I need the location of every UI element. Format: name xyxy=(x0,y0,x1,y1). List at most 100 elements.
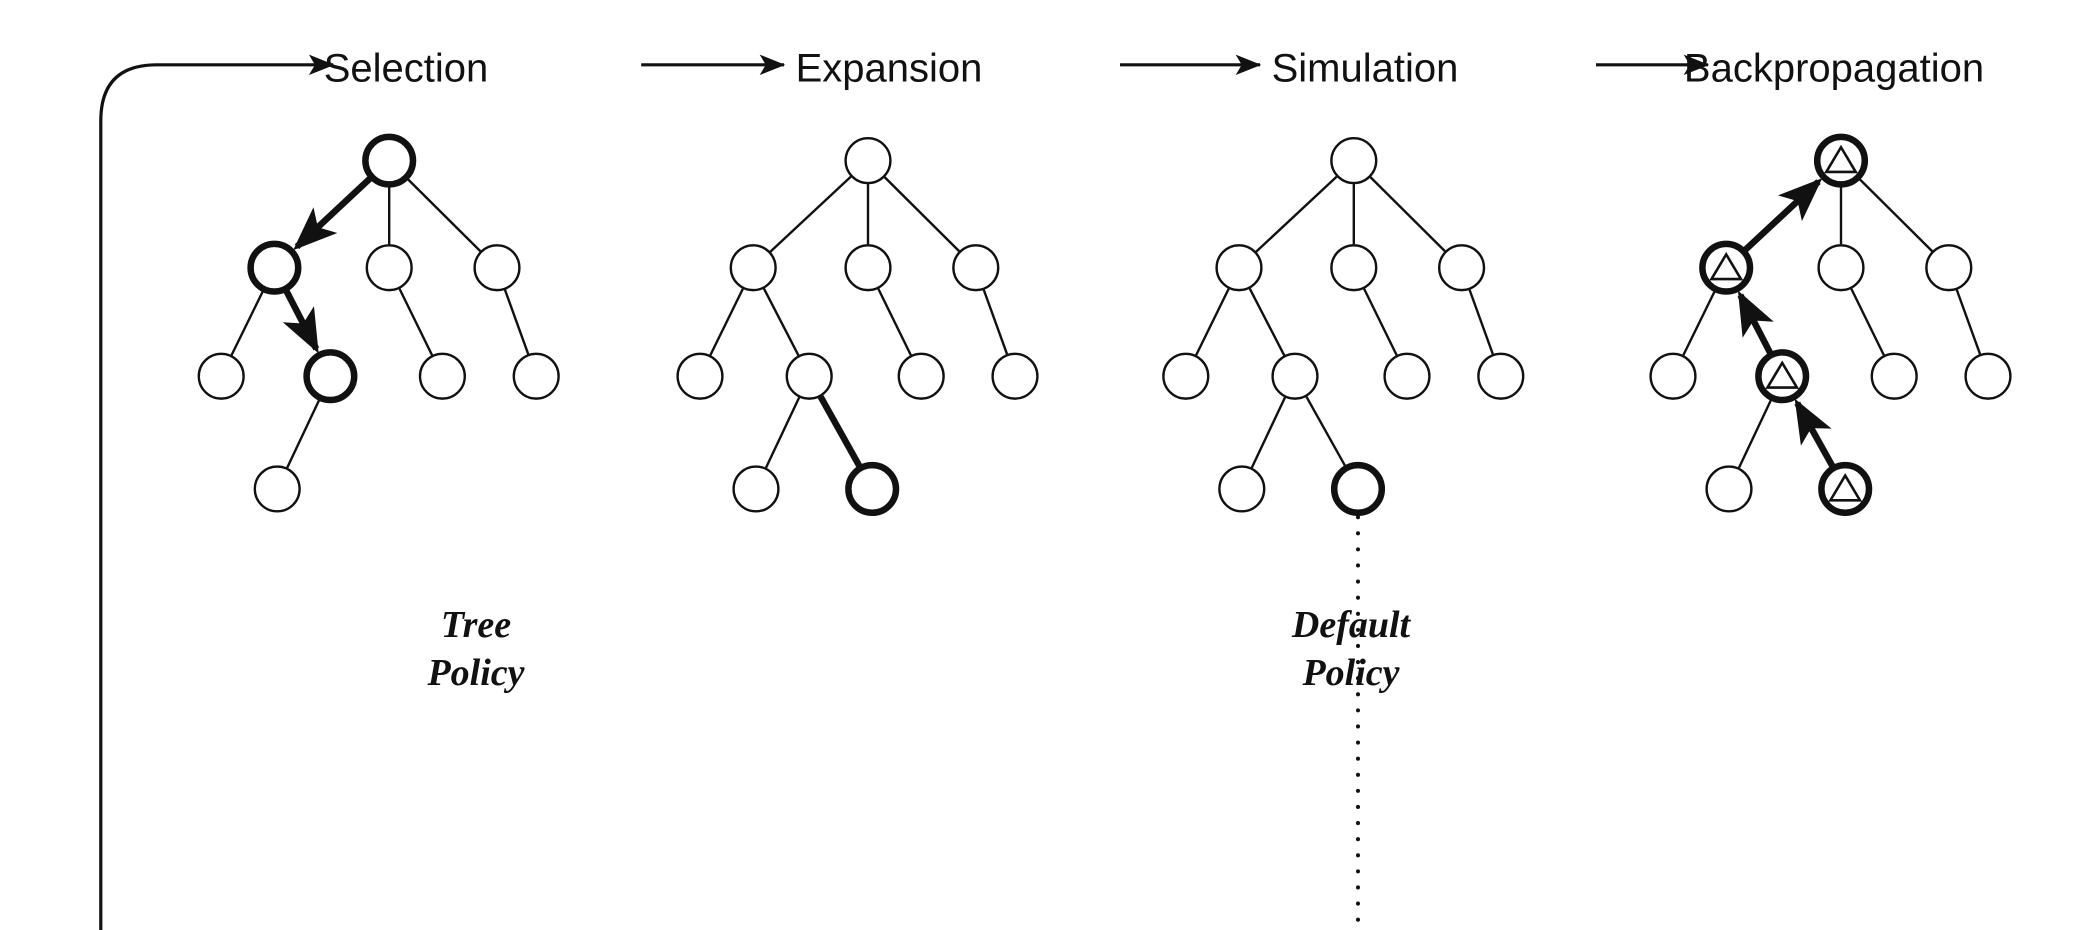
tree-edge xyxy=(1305,396,1347,468)
tree-edge xyxy=(762,287,800,356)
tree-node xyxy=(512,352,560,400)
tree-node xyxy=(418,352,466,400)
tree-node xyxy=(1705,465,1753,513)
tree-edge xyxy=(1363,288,1398,356)
tree-node-circle xyxy=(1383,352,1431,400)
tree-node-circle xyxy=(512,352,560,400)
tree-node xyxy=(473,244,521,292)
tree-edge xyxy=(1248,287,1286,356)
tree-edge xyxy=(405,177,482,253)
tree-node-circle xyxy=(729,244,777,292)
tree-node-circle xyxy=(365,244,413,292)
policy-label-line1: Default xyxy=(1291,604,1412,646)
reward-triangle-icon xyxy=(1709,251,1744,281)
tree-node-circle-highlighted xyxy=(1699,240,1754,295)
tree-node xyxy=(1818,461,1873,517)
tree-node-circle xyxy=(844,137,892,185)
tree-node-circle xyxy=(1330,244,1378,292)
tree-node xyxy=(1271,352,1319,400)
rollout-layer xyxy=(1356,515,1360,930)
tree-node xyxy=(1437,244,1486,292)
tree-node-circle xyxy=(1215,244,1263,292)
tree-node-circle xyxy=(1870,352,1918,400)
phase-label-backpropagation: Backpropagation xyxy=(1684,47,1984,91)
tree-edge xyxy=(1682,289,1717,356)
tree-edge xyxy=(769,175,852,253)
phase-label-simulation: Simulation xyxy=(1272,47,1459,91)
tree-node-circle-highlighted xyxy=(1813,133,1869,188)
tree-node-circle xyxy=(1705,465,1753,513)
tree-node-circle xyxy=(1162,352,1210,400)
tree-node xyxy=(844,137,892,185)
tree-node xyxy=(1218,465,1266,513)
tree-edge xyxy=(1468,289,1494,355)
tree-node xyxy=(1383,352,1431,400)
tree-node-circle xyxy=(1964,352,2012,400)
tree-node xyxy=(253,465,301,513)
tree-node-circle xyxy=(732,465,780,513)
tree-node xyxy=(952,244,1000,292)
tree-edge xyxy=(764,396,801,469)
tree-node-circle xyxy=(844,244,892,292)
tree-edge xyxy=(883,176,961,253)
tree-node xyxy=(1649,352,1697,400)
iteration-loop-layer xyxy=(99,54,335,930)
tree-edges-layer xyxy=(230,175,1982,469)
phase-label-selection: Selection xyxy=(324,47,489,91)
phase-label-expansion: Expansion xyxy=(796,47,983,91)
tree-node-circle xyxy=(1817,244,1865,292)
tree-edge xyxy=(293,175,374,251)
tree-nodes-layer xyxy=(197,133,2012,517)
tree-node-circle-highlighted xyxy=(362,133,417,188)
tree-node xyxy=(1925,244,1973,292)
tree-node-circle xyxy=(473,244,521,292)
tree-node xyxy=(897,352,945,400)
tree-node xyxy=(197,352,245,400)
tree-node-circle xyxy=(676,352,724,400)
tree-edge xyxy=(1369,176,1446,253)
tree-node-circle xyxy=(418,352,466,400)
tree-edge xyxy=(1737,398,1773,469)
tree-node xyxy=(303,349,358,404)
tree-edge xyxy=(282,288,320,354)
tree-node-circle xyxy=(991,352,1039,400)
tree-edge xyxy=(1794,398,1836,469)
tree-node xyxy=(1330,461,1386,517)
tree-edge xyxy=(1250,396,1287,469)
tree-edge xyxy=(1737,290,1774,356)
tree-node-circle xyxy=(785,352,833,400)
tree-node xyxy=(676,352,724,400)
labels-layer: Selection Expansion Simulation Backpropagat… xyxy=(324,47,1984,694)
tree-node xyxy=(1870,352,1918,400)
tree-node xyxy=(991,352,1039,400)
tree-edge xyxy=(1255,175,1338,253)
tree-edge xyxy=(1195,288,1230,356)
tree-edge xyxy=(398,288,434,356)
tree-node xyxy=(1817,244,1865,292)
iteration-loop-path xyxy=(99,54,335,930)
tree-node xyxy=(729,244,777,292)
tree-node xyxy=(1330,244,1378,292)
tree-node xyxy=(1964,352,2012,400)
tree-node-circle-highlighted xyxy=(1755,349,1810,404)
tree-node-circle xyxy=(1477,352,1525,400)
tree-edge xyxy=(982,289,1009,355)
tree-node xyxy=(1330,137,1378,185)
tree-node-circle-highlighted xyxy=(303,349,358,404)
tree-node xyxy=(845,461,900,517)
tree-node-circle xyxy=(253,465,301,513)
tree-node xyxy=(1477,352,1525,400)
policy-label-line1: Tree xyxy=(441,604,511,646)
policy-label-line2: Policy xyxy=(426,652,524,694)
tree-node xyxy=(1215,244,1263,292)
tree-node-circle xyxy=(897,352,945,400)
tree-edge xyxy=(1742,178,1823,254)
tree-node-circle xyxy=(197,352,245,400)
reward-triangle-icon xyxy=(1765,360,1800,389)
tree-node-circle-highlighted xyxy=(845,461,900,517)
tree-node-circle xyxy=(1218,465,1266,513)
tree-edge xyxy=(286,398,321,469)
tree-node-circle-highlighted xyxy=(1818,461,1873,517)
